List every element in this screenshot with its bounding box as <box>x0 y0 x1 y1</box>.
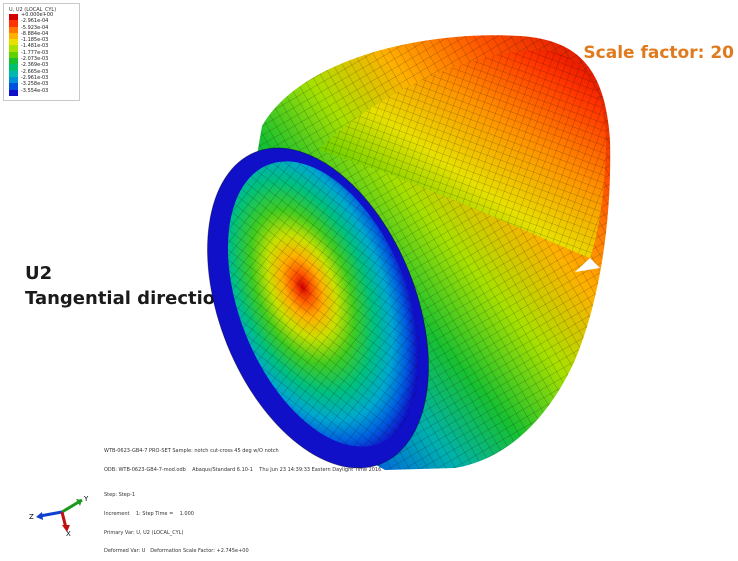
scale-factor-label: Scale factor: 20 <box>583 43 734 63</box>
legend-value: +0.000e+00 <box>21 12 54 18</box>
step-info-line4: Deformed Var: U Deformation Scale Factor… <box>104 548 249 555</box>
step-info: Step: Step-1 Increment 1: Step Time = 1.… <box>104 480 249 561</box>
legend-value: -2.961e-04 <box>21 18 49 25</box>
legend-swatch <box>9 76 18 84</box>
z-axis-label: Z <box>29 513 34 521</box>
fem-model-viewport[interactable] <box>0 0 738 538</box>
odb-info-line1: WTB-0623-GB4-7 PRO-SET Sample: notch cut… <box>104 448 279 455</box>
legend-value: -8.884e-04 <box>21 30 49 37</box>
step-info-line1: Step: Step-1 <box>104 492 136 499</box>
x-axis-label: X <box>66 530 71 536</box>
direction-label: Tangential direction <box>25 288 228 309</box>
legend-color-bar <box>9 14 18 96</box>
legend-value: -3.554e-03 <box>21 87 49 94</box>
legend-swatch <box>9 70 18 77</box>
legend-swatch <box>9 45 18 52</box>
legend-swatch <box>9 83 18 90</box>
notch-upper-flap <box>318 50 607 272</box>
cylinder-end-face <box>207 147 429 469</box>
legend-swatch <box>9 58 18 65</box>
legend-swatch <box>9 32 18 40</box>
legend-swatch <box>9 20 18 27</box>
step-info-line3: Primary Var: U, U2 (LOCAL_CYL) <box>104 529 184 536</box>
legend-title: U, U2 (LOCAL_CYL) <box>9 7 57 13</box>
legend-value: -1.777e-03 <box>21 49 49 56</box>
legend-values: +0.000e+00-2.961e-04-5.923e-04-8.884e-04… <box>21 12 53 94</box>
notch-gap <box>575 258 600 272</box>
legend-value: -3.258e-03 <box>21 81 49 88</box>
step-info-line2: Increment 1: Step Time = 1.000 <box>104 511 194 518</box>
y-axis-label: Y <box>83 495 89 503</box>
legend-value: -1.185e-03 <box>21 37 49 44</box>
component-annotation: U2 Tangential direction <box>25 261 228 311</box>
legend-swatch <box>9 51 18 59</box>
legend-value: -2.665e-03 <box>21 68 49 75</box>
coordinate-triad: Y Z X <box>29 495 89 536</box>
odb-info-line2: ODB: WTB-0623-GB4-7-mod.odb Abaqus/Stand… <box>104 467 382 474</box>
legend-value: -5.923e-04 <box>21 24 49 31</box>
legend-swatch <box>9 39 18 46</box>
legend-swatch <box>9 64 18 71</box>
legend-swatch <box>9 14 18 21</box>
legend-value: -2.073e-03 <box>21 56 49 63</box>
contour-legend: U, U2 (LOCAL_CYL) +0.000e+00-2.961e-04-5… <box>3 3 80 101</box>
z-axis-arrow <box>39 510 63 518</box>
legend-swatch <box>9 89 18 96</box>
legend-value: -1.481e-03 <box>21 43 49 50</box>
legend-value: -2.961e-03 <box>21 74 49 81</box>
legend-swatch <box>9 26 18 33</box>
odb-info: WTB-0623-GB4-7 PRO-SET Sample: notch cut… <box>104 436 381 479</box>
legend-value: -2.369e-03 <box>21 62 49 69</box>
component-name: U2 <box>25 263 53 284</box>
